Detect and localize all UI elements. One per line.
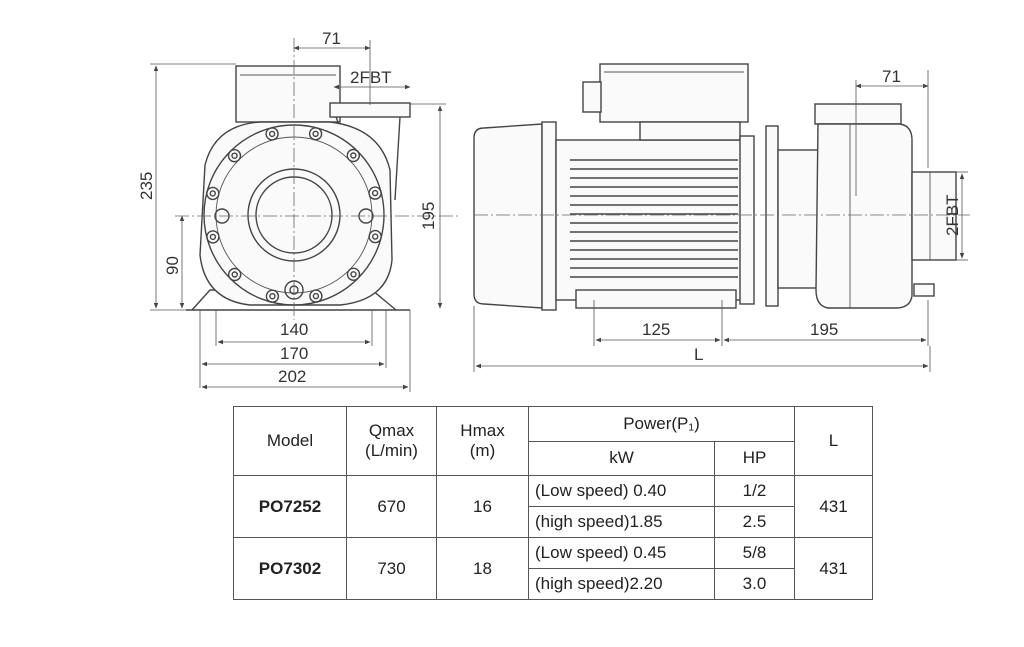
bolt-icon xyxy=(269,293,276,300)
kw-cell: (high speed)1.85 xyxy=(528,506,715,538)
side-view: 71 2FBT 125 195 L xyxy=(473,63,970,372)
hp-cell: 3.0 xyxy=(714,568,795,600)
header-model: Model xyxy=(233,406,347,476)
spec-table: Model Qmax (L/min) Hmax (m) Power(P₁) L … xyxy=(233,406,873,600)
table-subheader-row: kW HP xyxy=(234,440,873,476)
kw-cell: (Low speed) 0.40 xyxy=(528,475,715,507)
bolt-icon xyxy=(346,148,360,163)
bolt-icon xyxy=(206,186,220,201)
front-dim-140: 140 xyxy=(280,320,308,339)
bolt-icon xyxy=(265,289,280,303)
hp-cell: 2.5 xyxy=(714,506,795,538)
table-row: (high speed)1.85 2.5 xyxy=(234,506,873,538)
bolt-icon xyxy=(209,233,217,241)
model-cell: PO7302 xyxy=(233,537,347,600)
header-kw: kW xyxy=(528,440,715,476)
front-dim-170: 170 xyxy=(280,344,308,363)
side-dim-195: 195 xyxy=(810,320,838,339)
bolt-icon xyxy=(350,271,357,278)
front-dim-71: 71 xyxy=(322,29,341,48)
qmax-cell: 730 xyxy=(346,537,437,600)
bolt-icon xyxy=(231,152,238,159)
hp-cell: 1/2 xyxy=(714,475,795,507)
bolt-icon xyxy=(368,229,382,244)
bolt-icon xyxy=(268,130,276,138)
bolt-icon xyxy=(308,127,323,141)
front-dim-90: 90 xyxy=(163,256,182,275)
side-dim-71: 71 xyxy=(882,67,901,86)
hp-cell: 5/8 xyxy=(714,537,795,569)
side-dim-125: 125 xyxy=(642,320,670,339)
front-dim-2fbt: 2FBT xyxy=(350,68,392,87)
side-dim-2fbt: 2FBT xyxy=(943,194,962,236)
hmax-cell: 16 xyxy=(436,475,529,538)
qmax-cell: 670 xyxy=(346,475,437,538)
bolt-icon xyxy=(372,233,379,240)
bolt-icon xyxy=(368,186,382,200)
header-power: Power(P₁) xyxy=(528,406,795,442)
motor-fins xyxy=(570,159,738,278)
side-dim-l: L xyxy=(694,345,703,364)
header-l: L xyxy=(794,406,873,476)
hmax-cell: 18 xyxy=(436,537,529,600)
front-dim-235: 235 xyxy=(137,172,156,200)
bolt-icon xyxy=(312,292,320,300)
header-hp: HP xyxy=(714,440,795,476)
header-hmax: Hmax (m) xyxy=(436,406,529,476)
table-row: (high speed)2.20 3.0 xyxy=(234,568,873,600)
bolt-icon xyxy=(350,152,357,159)
front-dim-202: 202 xyxy=(278,367,306,386)
bolt-icon xyxy=(206,230,220,244)
kw-cell: (Low speed) 0.45 xyxy=(528,537,715,569)
bolt-icon xyxy=(227,267,242,282)
kw-cell: (high speed)2.20 xyxy=(528,568,715,600)
bolt-icon xyxy=(265,127,279,141)
front-dim-195: 195 xyxy=(419,202,438,230)
bolt-icon xyxy=(371,189,379,197)
table-row: PO7252 670 16 (Low speed) 0.40 1/2 431 xyxy=(233,475,873,538)
header-qmax: Qmax (L/min) xyxy=(346,406,437,476)
bolts xyxy=(206,127,382,303)
length-cell: 431 xyxy=(794,537,873,600)
table-row: PO7302 730 18 (Low speed) 0.45 5/8 431 xyxy=(233,537,873,600)
model-cell: PO7252 xyxy=(233,475,347,538)
length-cell: 431 xyxy=(794,475,873,538)
bolt-icon xyxy=(309,289,323,303)
bolt-icon xyxy=(209,190,217,197)
pump-technical-drawing: 71 2FBT 235 90 195 140 170 202 xyxy=(137,29,970,392)
bolt-icon xyxy=(346,267,361,281)
bolt-icon xyxy=(231,271,238,278)
bolt-icon xyxy=(227,148,242,163)
bolt-icon xyxy=(312,130,319,138)
front-view: 71 2FBT 235 90 195 140 170 202 xyxy=(137,29,460,392)
table-header-row: Model Qmax (L/min) Hmax (m) Power(P₁) L xyxy=(233,406,873,476)
